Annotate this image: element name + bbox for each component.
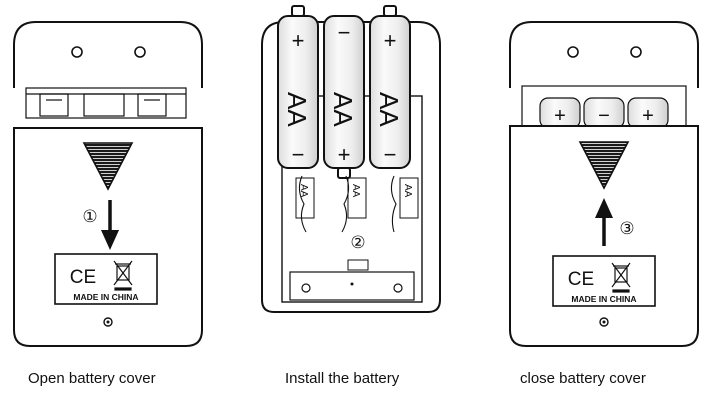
screw-icon [103, 317, 113, 327]
battery-type-label: AA [374, 92, 404, 127]
slot-marking [399, 177, 419, 219]
battery-plus-sign: + [384, 28, 397, 53]
battery-type-label: AA [328, 92, 358, 127]
slot-type-label: AA [350, 184, 361, 198]
screw-hole-icon [630, 46, 642, 58]
battery-type-label: AA [282, 92, 312, 127]
device-top-housing [13, 21, 203, 88]
battery-plus-sign: + [338, 142, 351, 167]
panel-close-cover [509, 21, 699, 347]
screw-icon [599, 317, 609, 327]
made-in-china-text: MADE IN CHINA [571, 294, 636, 304]
battery-minus-sign: − [384, 142, 397, 167]
step-number: ② [350, 233, 365, 252]
aa-battery-1 [277, 5, 319, 169]
screw-hole-icon [567, 46, 579, 58]
screw-hole-icon [71, 46, 83, 58]
made-in-china-text: MADE IN CHINA [73, 292, 138, 302]
battery-plus-sign: + [292, 28, 305, 53]
aa-battery-3 [369, 5, 411, 169]
triangle-grip-icon [578, 141, 630, 190]
caption-open-cover: Open battery cover [28, 370, 156, 387]
arrow-up-icon [595, 198, 613, 246]
screw-icon [393, 283, 403, 293]
screw-hole-icon [134, 46, 146, 58]
product-label [552, 255, 656, 307]
aa-battery-2 [323, 15, 365, 179]
caption-install-battery: Install the battery [285, 370, 400, 387]
panel-install-battery [261, 5, 441, 313]
screw-icon [301, 283, 311, 293]
battery-plus-sign: + [554, 105, 566, 127]
battery-minus-sign: − [598, 105, 610, 127]
slot-marking [295, 177, 315, 219]
slot-type-label: AA [402, 184, 413, 198]
product-label [54, 253, 158, 305]
arrow-down-icon [101, 200, 119, 250]
weee-bin-icon [113, 260, 133, 291]
battery-minus-sign: − [338, 20, 351, 45]
battery-compartment [25, 87, 187, 119]
battery-minus-sign: − [292, 142, 305, 167]
caption-close-cover: close battery cover [520, 370, 646, 387]
panel-open-cover [13, 21, 203, 347]
slot-type-label: AA [298, 184, 309, 198]
ce-mark: CE [70, 267, 96, 288]
ce-mark: CE [568, 269, 594, 290]
slot-marking [347, 177, 367, 219]
step-number: ③ [619, 219, 634, 238]
device-top-housing [509, 21, 699, 88]
triangle-grip-icon [82, 142, 134, 191]
step-number: ① [82, 207, 97, 226]
weee-bin-icon [611, 262, 631, 293]
battery-plus-sign: + [642, 105, 654, 127]
